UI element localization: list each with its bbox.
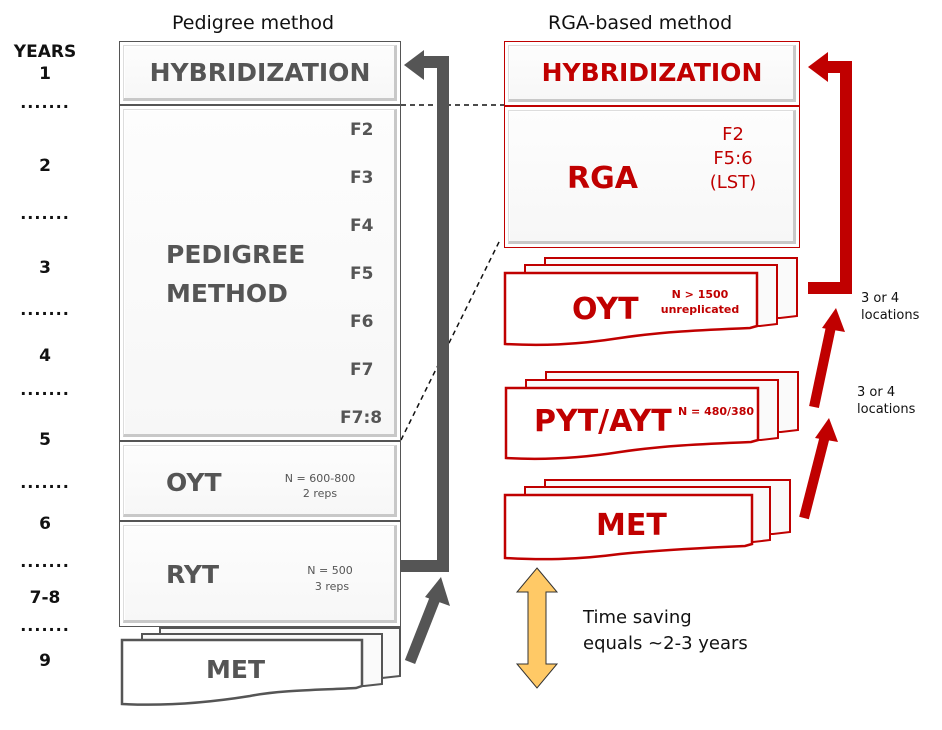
pedigree-oyt-n: N = 600-800: [284, 472, 356, 485]
year-separator: .......: [20, 616, 70, 635]
rga-oyt-label: OYT: [572, 292, 639, 327]
rga-met-label: MET: [596, 508, 667, 543]
year-label: 3: [39, 258, 51, 278]
pedigree-ryt-label: RYT: [166, 560, 220, 589]
pedigree-oyt-box: OYT N = 600-800 2 reps: [119, 441, 401, 521]
dashed-connector-bottom: [400, 239, 501, 441]
rga-column-title: RGA-based method: [548, 12, 733, 34]
pedigree-method-box: PEDIGREE METHOD F2 F3 F4 F5 F6 F7 F7:8: [119, 105, 401, 441]
generation-label: (LST): [709, 172, 757, 193]
generation-label: F7:8: [340, 408, 383, 428]
red-arrow-met-to-pyt: [799, 430, 831, 520]
gray-recycle-arrow-shaft: [400, 56, 449, 572]
gray-diagonal-arrowhead-icon: [425, 577, 450, 606]
rga-generations: F2 F5:6 (LST): [693, 123, 773, 195]
year-separator: .......: [20, 93, 70, 112]
pedigree-ryt-n: N = 500: [307, 564, 353, 577]
red-arrowhead-icon: [822, 308, 845, 332]
rga-box: RGA F2 F5:6 (LST): [504, 106, 800, 248]
locations-note-line: locations: [857, 402, 916, 417]
pedigree-hybridization-box: HYBRIDIZATION: [119, 41, 401, 105]
rga-pyt-n: N = 480/380: [678, 405, 755, 418]
rga-hybridization-label: HYBRIDIZATION: [541, 58, 763, 87]
time-saving-double-arrow-icon: [515, 567, 559, 689]
pedigree-method-label-line1: PEDIGREE: [166, 240, 306, 269]
generation-label: F3: [350, 168, 374, 188]
year-label: 7-8: [29, 588, 61, 608]
rga-pyt-stack: [504, 371, 799, 461]
pedigree-method-label-line2: METHOD: [166, 279, 288, 308]
red-arrow-pyt-to-oyt: [809, 320, 837, 409]
year-separator: .......: [20, 300, 70, 319]
generation-label: F5: [350, 264, 374, 284]
pedigree-met-stack: [120, 627, 401, 706]
generation-label: F6: [350, 312, 374, 332]
rga-hybridization-box: HYBRIDIZATION: [504, 41, 800, 106]
rga-oyt-note: unreplicated: [660, 303, 740, 316]
year-separator: .......: [20, 552, 70, 571]
generation-label: F2: [722, 124, 744, 145]
red-recycle-arrow-shaft: [808, 61, 852, 294]
gray-recycle-arrowhead-icon: [404, 50, 424, 80]
red-arrowhead-icon: [815, 418, 838, 442]
year-separator: .......: [20, 380, 70, 399]
locations-note-2: 3 or 4 locations: [857, 384, 915, 418]
rga-label: RGA: [567, 161, 638, 196]
pedigree-column-title: Pedigree method: [172, 12, 335, 34]
years-header: YEARS: [13, 42, 77, 62]
time-saving-line: equals ~2-3 years: [583, 633, 748, 654]
year-separator: .......: [20, 473, 70, 492]
year-label: 4: [39, 346, 51, 366]
generation-label: F4: [350, 216, 374, 236]
pedigree-oyt-reps: 2 reps: [302, 487, 338, 500]
rga-pyt-label: PYT/AYT: [534, 404, 672, 439]
pedigree-ryt-reps: 3 reps: [314, 580, 350, 593]
pedigree-met-label: MET: [206, 655, 266, 684]
locations-note-line: 3 or 4: [861, 291, 900, 306]
red-recycle-arrowhead-icon: [808, 52, 828, 82]
rga-oyt-n: N > 1500: [671, 288, 729, 301]
year-label: 5: [39, 430, 51, 450]
year-label: 6: [39, 514, 51, 534]
year-separator: .......: [20, 204, 70, 223]
locations-note-1: 3 or 4 locations: [861, 290, 919, 324]
year-label: 2: [39, 156, 51, 176]
pedigree-oyt-label: OYT: [166, 468, 222, 497]
rga-met-stack: [503, 479, 791, 561]
gray-diagonal-arrow-shaft: [404, 593, 442, 665]
year-label: 1: [39, 64, 51, 84]
generation-label: F7: [350, 360, 374, 380]
time-saving-line: Time saving: [583, 607, 692, 628]
pedigree-hybridization-label: HYBRIDIZATION: [149, 58, 371, 87]
rga-oyt-stack: [503, 257, 798, 347]
generation-label: F5:6: [713, 148, 753, 169]
locations-note-line: 3 or 4: [857, 385, 896, 400]
year-label: 9: [39, 651, 51, 671]
time-saving-text: Time saving equals ~2-3 years: [583, 605, 748, 657]
generation-label: F2: [350, 120, 374, 140]
locations-note-line: locations: [861, 308, 920, 323]
pedigree-ryt-box: RYT N = 500 3 reps: [119, 521, 401, 627]
